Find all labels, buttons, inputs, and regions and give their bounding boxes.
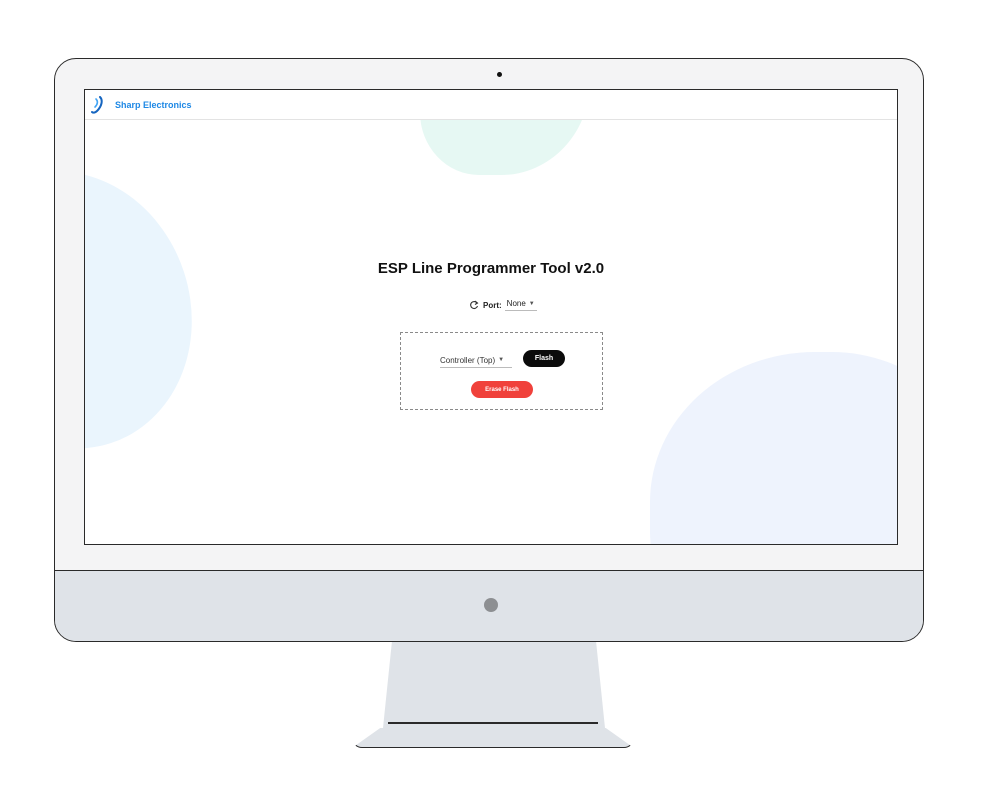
brand-name[interactable]: Sharp Electronics (115, 99, 192, 110)
flash-button[interactable]: Flash (523, 350, 565, 367)
monitor-stand-line (388, 722, 598, 724)
monitor-power-button (484, 598, 498, 612)
background-blob-right (650, 352, 897, 544)
chevron-down-icon: ▼ (528, 300, 535, 307)
controller-select[interactable]: Controller (Top) ▼ (440, 353, 512, 368)
chevron-down-icon: ▼ (498, 357, 505, 363)
port-label: Port: (483, 300, 502, 310)
screen: Sharp Electronics ESP Line Programmer To… (84, 89, 898, 545)
port-select-value: None (506, 299, 526, 308)
controller-select-value: Controller (Top) (440, 355, 496, 365)
monitor-stand-base (352, 728, 634, 748)
camera-dot (497, 72, 502, 77)
monitor-stand-neck (383, 642, 605, 728)
app-header: Sharp Electronics (85, 90, 897, 120)
page-title: ESP Line Programmer Tool v2.0 (377, 260, 605, 277)
sharp-logo-icon (91, 95, 103, 114)
flash-panel: Controller (Top) ▼ Flash Erase Flash (400, 332, 603, 410)
port-select[interactable]: None ▼ (504, 299, 537, 311)
port-row: Port: None ▼ (469, 299, 537, 311)
erase-flash-button[interactable]: Erase Flash (471, 381, 533, 398)
background-blob-left (85, 138, 228, 482)
monitor-chin (55, 570, 923, 641)
refresh-icon[interactable] (469, 300, 479, 310)
